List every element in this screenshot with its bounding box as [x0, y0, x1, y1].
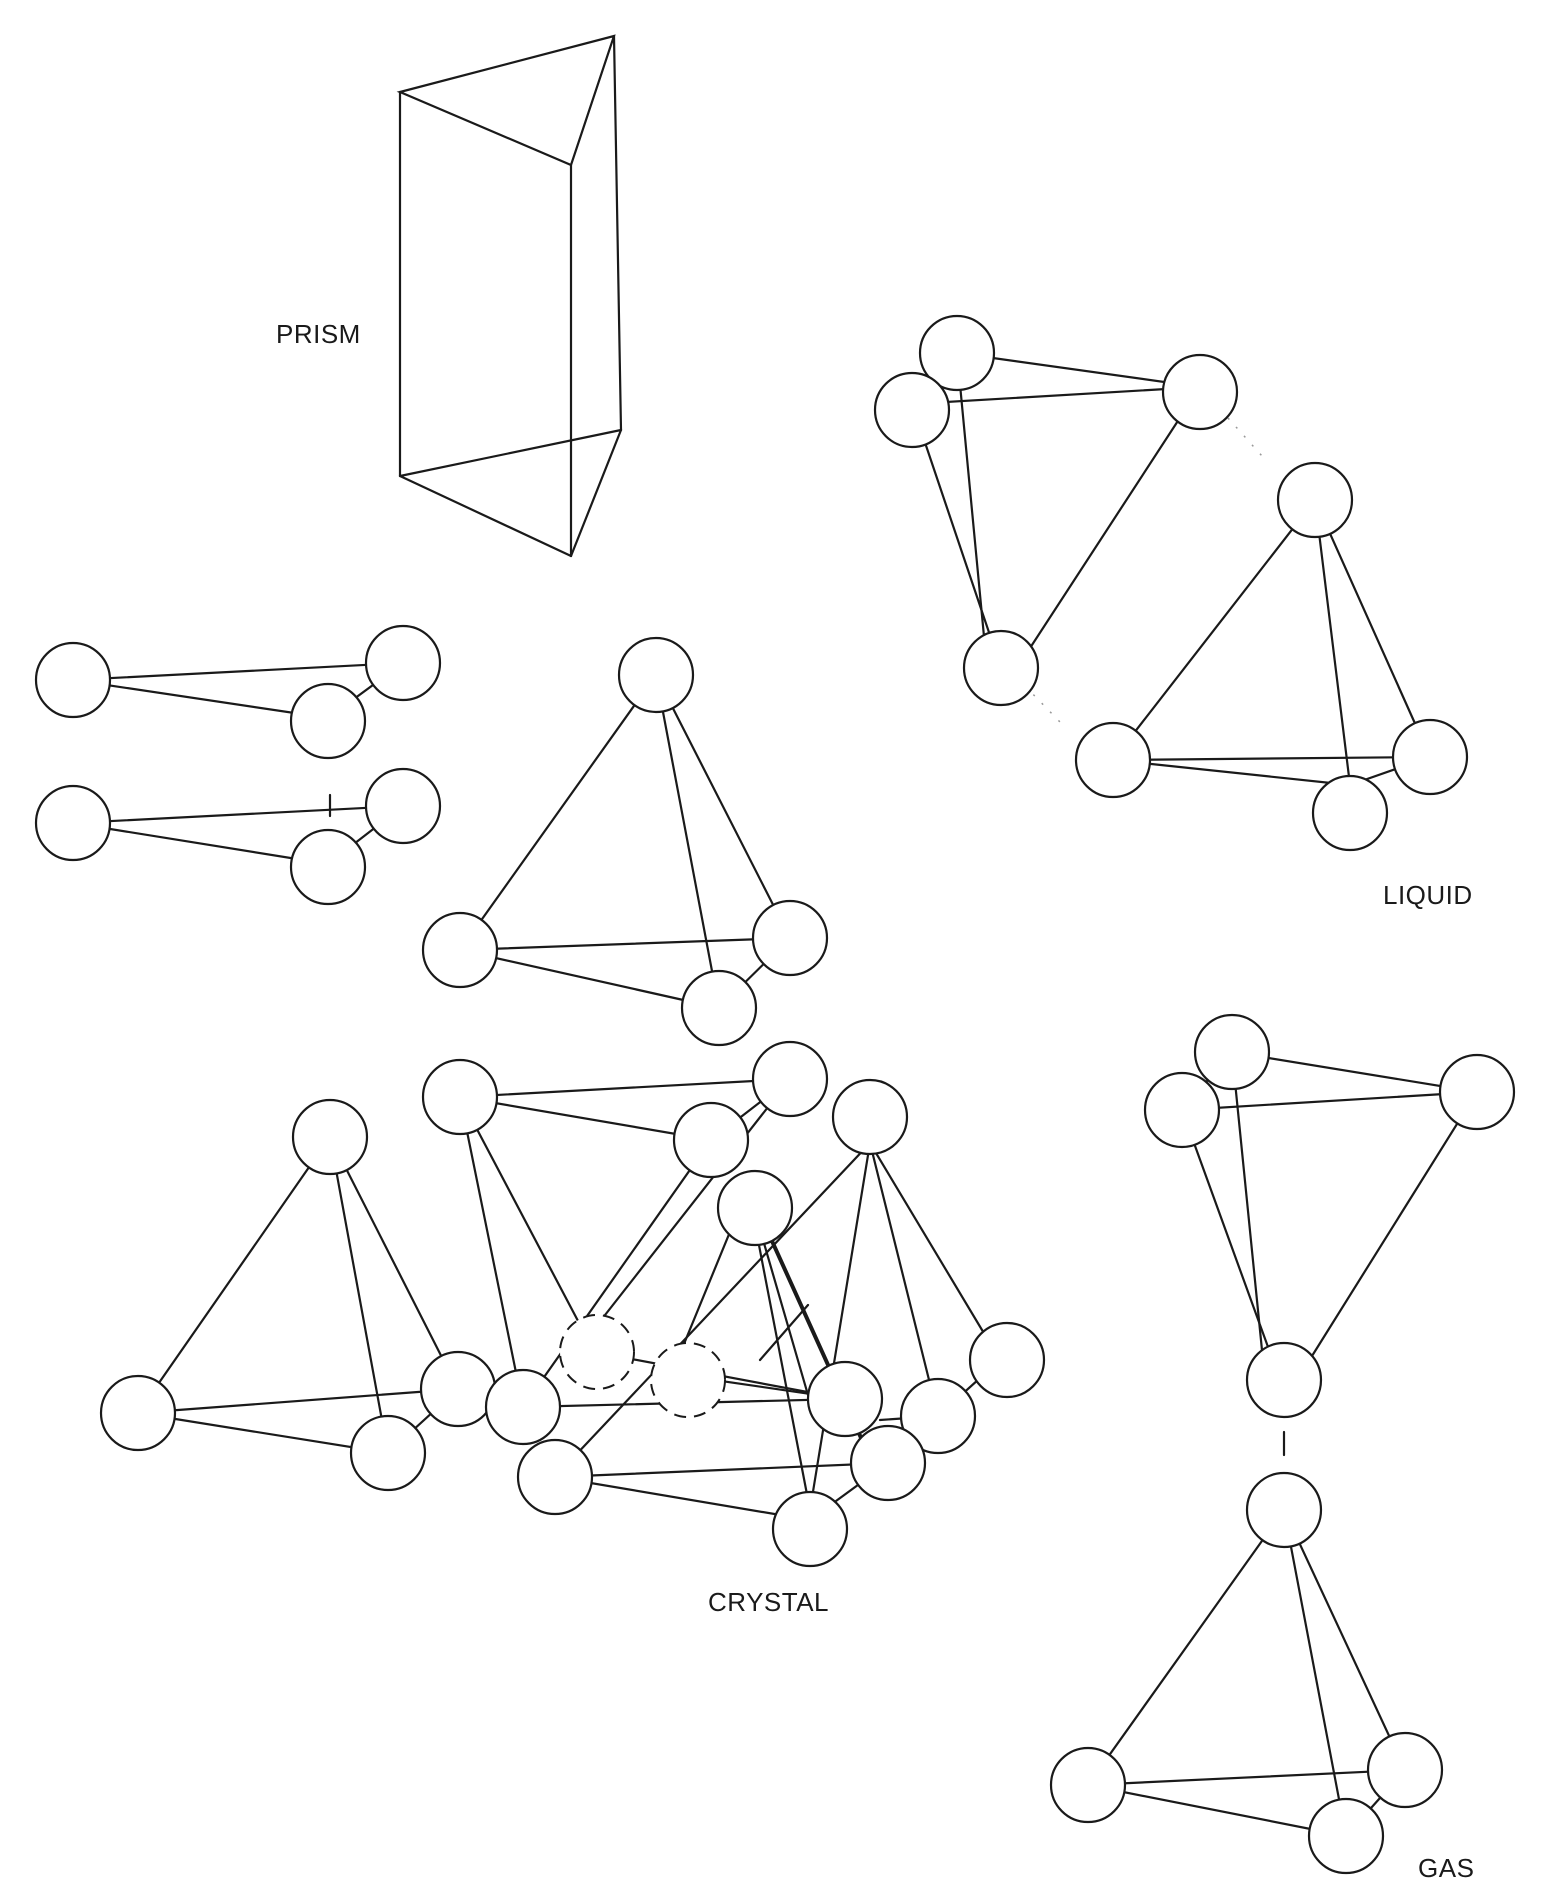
- crystal-atom: [751, 1040, 829, 1118]
- crystal-atom: [899, 1377, 977, 1455]
- prism-bottom-back-edge: [398, 428, 623, 478]
- diatomic-atom: [289, 682, 367, 760]
- liquid-weak-bond-upper: [1227, 417, 1263, 457]
- diatomic-pair-upper: [34, 624, 442, 760]
- crystal-atom: [516, 1438, 594, 1516]
- prism-bottom-left-edge: [398, 474, 573, 558]
- crystal-atom: [771, 1490, 849, 1568]
- diatomic-atom: [364, 624, 442, 702]
- gas-atom: [1143, 1071, 1221, 1149]
- prism-bottom-right-edge: [569, 428, 623, 558]
- liquid-molecule-upper: [910, 351, 1202, 670]
- crystal-hidden-atom: [650, 1342, 726, 1418]
- diatomic-atom: [364, 767, 442, 845]
- crystal-atom: [419, 1350, 497, 1428]
- gas-atom: [1049, 1746, 1127, 1824]
- liquid-atom: [1276, 461, 1354, 539]
- liquid-atom: [1161, 353, 1239, 431]
- crystal-atom: [968, 1321, 1046, 1399]
- liquid-atom: [1074, 721, 1152, 799]
- crystal-atom: [831, 1078, 909, 1156]
- gas-atom: [1245, 1341, 1323, 1419]
- crystal-atom: [849, 1424, 927, 1502]
- crystal-atom: [99, 1374, 177, 1452]
- liquid-atom: [962, 629, 1040, 707]
- diatomic-atom: [289, 828, 367, 906]
- prism-top-face: [396, 34, 616, 167]
- crystal-atom: [672, 1101, 750, 1179]
- crystal-atom: [716, 1169, 794, 1247]
- crystal-hidden-atom: [559, 1314, 635, 1390]
- diatomic-pair-lower: [34, 767, 442, 906]
- gas-molecule-lower: [1086, 1508, 1407, 1838]
- liquid-atom: [1311, 774, 1389, 852]
- liquid-molecule-lower: [1111, 498, 1432, 787]
- liquid-weak-bond: [1024, 685, 1061, 723]
- prism-label: PRISM: [276, 319, 361, 349]
- crystal-atom: [291, 1098, 369, 1176]
- gas-molecule-upper: [1180, 1050, 1479, 1382]
- gas-atom: [1307, 1797, 1385, 1875]
- crystal-atom: [421, 1058, 499, 1136]
- liquid-atoms: [873, 314, 1469, 852]
- diatomic-atom: [34, 641, 112, 719]
- liquid-atom: [873, 371, 951, 449]
- crystal-label: CRYSTAL: [708, 1587, 829, 1617]
- liquid-label: LIQUID: [1383, 880, 1473, 910]
- diatomic-atom: [34, 784, 112, 862]
- gas-atom: [1438, 1053, 1516, 1131]
- crystal-lattice: [99, 1040, 1046, 1568]
- crystal-atom: [484, 1368, 562, 1446]
- center-tetrahedral-molecule: [421, 636, 829, 1047]
- gas-atom: [1245, 1471, 1323, 1549]
- prism-figure: [396, 34, 623, 558]
- gas-atoms: [1049, 1013, 1516, 1875]
- gas-label: GAS: [1418, 1853, 1474, 1883]
- crystal-atom: [349, 1414, 427, 1492]
- liquid-atom: [918, 314, 996, 392]
- crystal-atom: [806, 1360, 884, 1438]
- gas-atom: [1366, 1731, 1444, 1809]
- gas-atom: [1193, 1013, 1271, 1091]
- liquid-atom: [1391, 718, 1469, 796]
- prism-edge-back: [612, 34, 623, 432]
